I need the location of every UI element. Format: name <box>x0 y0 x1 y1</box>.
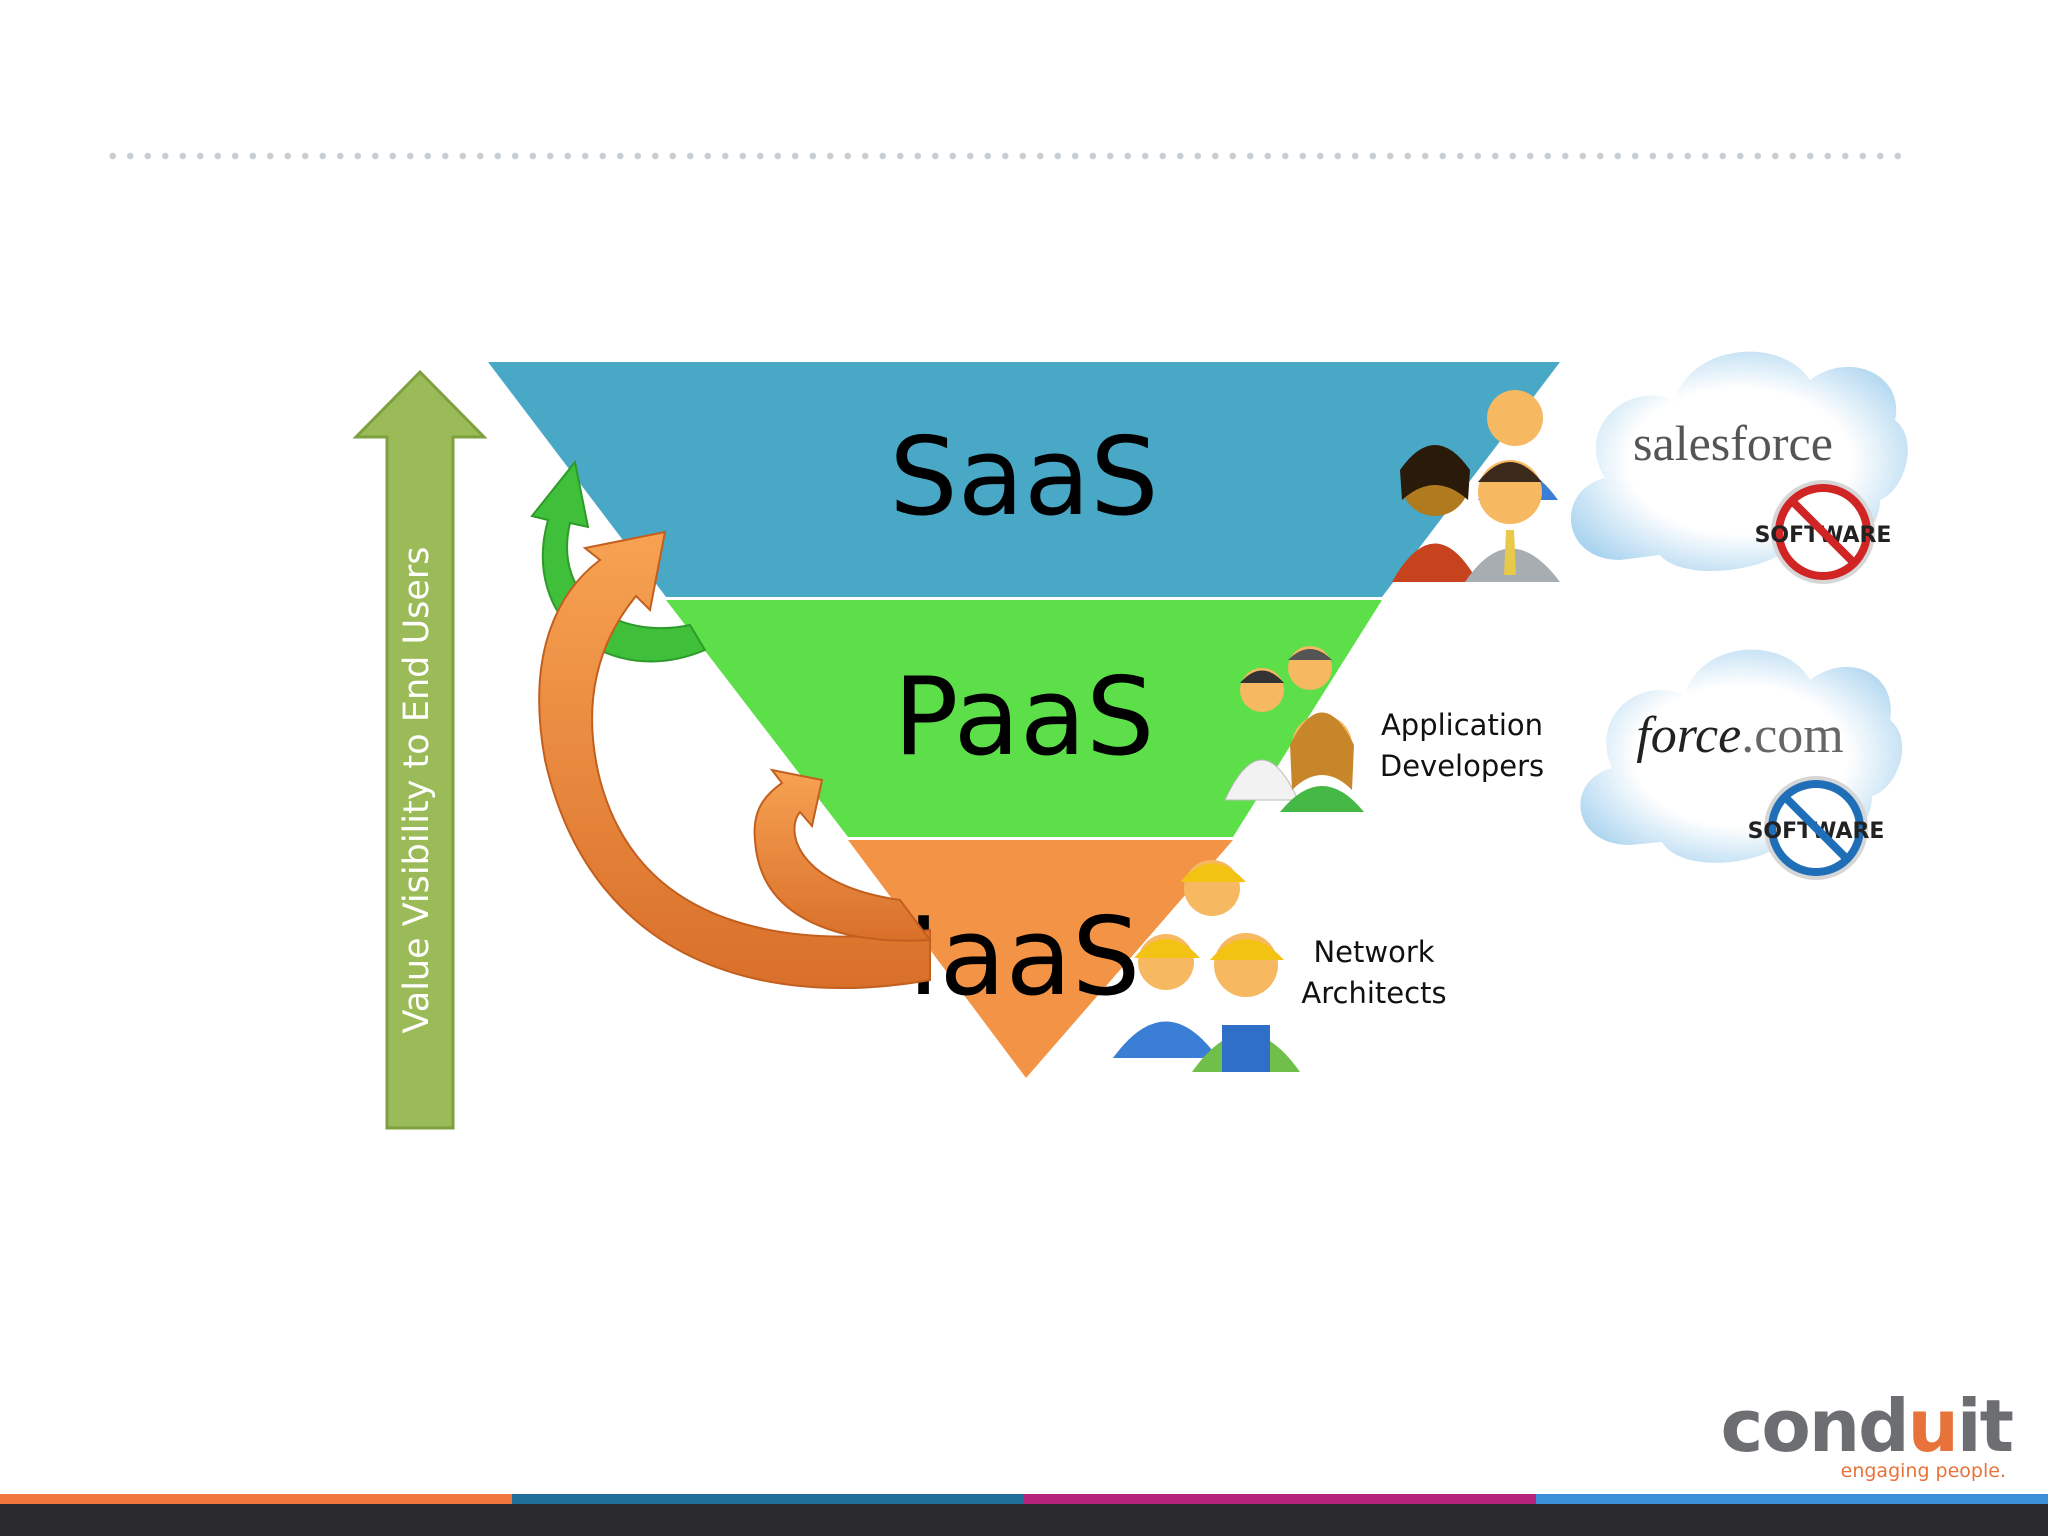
no-software-icon: SOFTWARE <box>1755 480 1891 584</box>
stripe-orange <box>0 1494 512 1504</box>
stripe-magenta <box>1024 1494 1536 1504</box>
axis-arrow-shape <box>352 369 488 1130</box>
developer-group-icon <box>1224 646 1364 812</box>
large-orange-curved-arrow <box>538 530 931 990</box>
dotted-divider <box>104 152 1904 160</box>
app-developers-label-line1: Application <box>1381 708 1543 742</box>
curved-arrows <box>530 459 932 990</box>
value-visibility-arrow: Value Visibility to End Users <box>352 369 488 1130</box>
logo-wordmark: conduit <box>1720 1384 2014 1468</box>
no-software-icon-2: SOFTWARE <box>1748 776 1884 880</box>
stripe-light-blue <box>1536 1494 2048 1504</box>
force-com-logo-text: force.com <box>1636 707 1843 764</box>
paas-label: PaaS <box>893 655 1154 780</box>
saas-layer <box>488 362 1560 597</box>
saas-label: SaaS <box>889 415 1158 540</box>
app-developers-label-line2: Developers <box>1380 749 1544 783</box>
footer-bar <box>0 1504 2048 1536</box>
user-group-icon <box>1392 390 1560 582</box>
small-orange-curved-arrow <box>753 768 932 942</box>
stripe-blue <box>512 1494 1024 1504</box>
paas-layer <box>666 600 1382 837</box>
network-architects-label-line1: Network <box>1313 935 1434 969</box>
worker-group-icon <box>1113 860 1300 1072</box>
iaas-layer <box>848 840 1233 1078</box>
axis-label: Value Visibility to End Users <box>397 547 437 1034</box>
logo-tagline: engaging people. <box>1840 1460 2006 1482</box>
conduit-logo: conduit engaging people. <box>1720 1384 2014 1482</box>
iaas-label: IaaS <box>908 895 1141 1020</box>
footer-color-stripes <box>0 1494 2048 1504</box>
salesforce-logo-text: salesforce <box>1633 415 1833 471</box>
network-architects-label-line2: Architects <box>1301 976 1446 1010</box>
